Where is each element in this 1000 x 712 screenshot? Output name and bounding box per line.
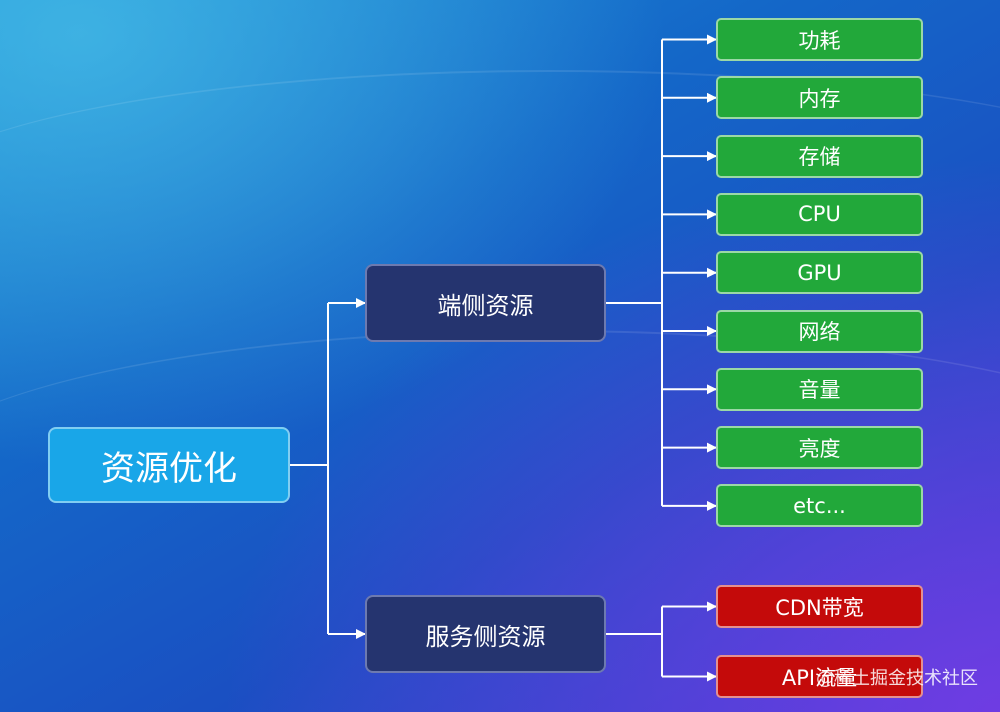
server-resources-label: 服务侧资源 — [425, 622, 546, 651]
client-leaf-label: 亮度 — [798, 436, 841, 461]
client-leaf-label: etc... — [793, 493, 846, 518]
client-leaf-4: GPU — [716, 251, 923, 295]
background-wave — [0, 70, 1000, 332]
client-leaf-label: GPU — [797, 260, 842, 285]
client-leaf-8: etc... — [716, 484, 923, 528]
server-leaf-label: API流量 — [781, 665, 858, 690]
client-leaf-5: 网络 — [716, 309, 923, 353]
client-resources-node: 端侧资源 — [365, 264, 606, 342]
client-leaf-1: 内存 — [716, 76, 923, 120]
server-resources-node: 服务侧资源 — [365, 595, 606, 673]
client-leaf-label: 存储 — [798, 145, 841, 170]
client-leaf-2: 存储 — [716, 134, 923, 178]
client-leaf-6: 音量 — [716, 367, 923, 411]
client-leaf-label: 内存 — [798, 86, 841, 111]
client-resources-label: 端侧资源 — [437, 291, 534, 320]
server-leaf-0: CDN带宽 — [716, 585, 923, 628]
client-leaf-label: CPU — [798, 202, 841, 227]
client-leaf-0: 功耗 — [716, 18, 923, 61]
server-leaf-label: CDN带宽 — [775, 595, 864, 620]
root-node: 资源优化 — [48, 427, 290, 503]
root-label: 资源优化 — [101, 448, 237, 489]
client-leaf-7: 亮度 — [716, 426, 923, 470]
client-leaf-label: 网络 — [798, 320, 841, 344]
client-leaf-label: 音量 — [798, 378, 841, 403]
client-leaf-label: 功耗 — [798, 28, 841, 53]
watermark: @稀土掘金技术社区 — [816, 668, 978, 689]
client-leaf-3: CPU — [716, 192, 923, 236]
server-leaf-1: API流量 — [716, 655, 923, 698]
